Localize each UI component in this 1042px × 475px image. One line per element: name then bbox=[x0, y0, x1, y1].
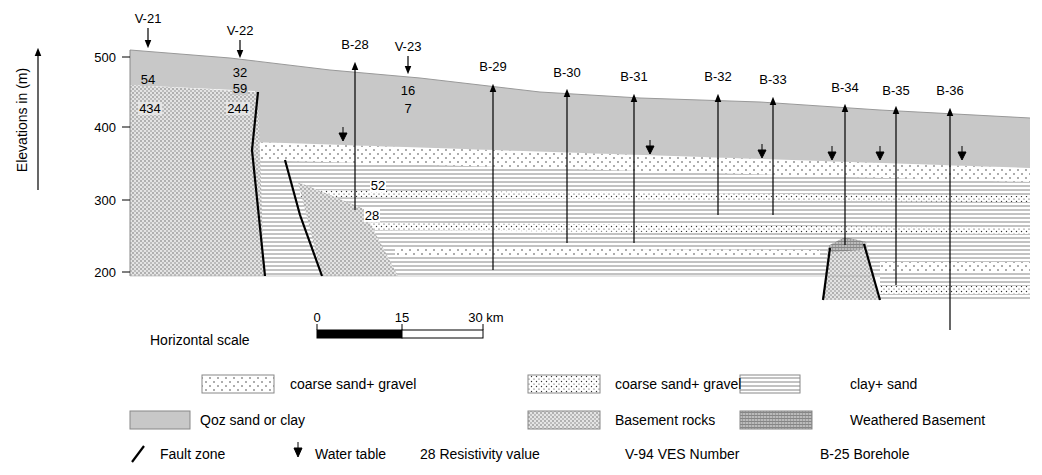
borehole-number: B-29 bbox=[479, 60, 506, 73]
scale-number: 30 km bbox=[468, 311, 503, 324]
scale-number: 15 bbox=[395, 311, 409, 324]
resistivity-value: 434 bbox=[138, 102, 162, 115]
legend-text: 28 Resistivity value bbox=[420, 447, 540, 461]
scale-number: 0 bbox=[313, 311, 320, 324]
legend-text: clay+ sand bbox=[850, 377, 917, 391]
legend-text: coarse sand+ gravel bbox=[290, 377, 416, 391]
resistivity-value: 54 bbox=[140, 73, 156, 86]
legend-text: V-94 VES Number bbox=[625, 447, 739, 461]
borehole-number: B-30 bbox=[553, 66, 580, 79]
ves-number: V-23 bbox=[395, 40, 422, 53]
resistivity-value: 52 bbox=[370, 179, 386, 192]
legend-swatch bbox=[740, 411, 812, 429]
legend-text: Weathered Basement bbox=[850, 413, 985, 427]
legend-text: Fault zone bbox=[160, 447, 225, 461]
resistivity-value: 32 bbox=[232, 66, 248, 79]
borehole-number: B-32 bbox=[704, 70, 731, 83]
borehole-number: B-33 bbox=[759, 73, 786, 86]
resistivity-value: 59 bbox=[232, 82, 248, 95]
borehole-number: B-28 bbox=[341, 38, 368, 51]
legend-text: Basement rocks bbox=[615, 413, 715, 427]
scale-title: Horizontal scale bbox=[150, 333, 250, 347]
legend-swatch bbox=[202, 375, 274, 393]
legend-text: Water table bbox=[315, 447, 386, 461]
legend-text: Qoz sand or clay bbox=[200, 413, 305, 427]
resistivity-value: 244 bbox=[226, 102, 250, 115]
legend-text: B-25 Borehole bbox=[820, 447, 910, 461]
legend-swatch bbox=[528, 375, 600, 393]
resistivity-value: 16 bbox=[400, 84, 416, 97]
legend-swatch bbox=[528, 411, 600, 429]
borehole-number: B-31 bbox=[620, 70, 647, 83]
ves-number: V-21 bbox=[135, 12, 162, 25]
borehole-number: B-35 bbox=[882, 84, 909, 97]
legend-text: coarse sand+ gravel bbox=[615, 377, 741, 391]
fault-sample bbox=[132, 446, 144, 462]
axis-tick: 200 bbox=[94, 266, 116, 279]
borehole-number: B-34 bbox=[831, 81, 858, 94]
axis-title: Elevations in (m) bbox=[15, 68, 29, 172]
axis-tick: 300 bbox=[94, 194, 116, 207]
resistivity-value: 7 bbox=[403, 102, 412, 115]
water-table-sample bbox=[294, 442, 302, 457]
legend-swatch bbox=[740, 375, 800, 393]
axis-tick: 500 bbox=[94, 51, 116, 64]
resistivity-value: 28 bbox=[364, 209, 380, 222]
ves-number: V-22 bbox=[227, 24, 254, 37]
legend-swatch bbox=[130, 411, 190, 429]
axis-tick: 400 bbox=[94, 121, 116, 134]
borehole-number: B-36 bbox=[936, 84, 963, 97]
